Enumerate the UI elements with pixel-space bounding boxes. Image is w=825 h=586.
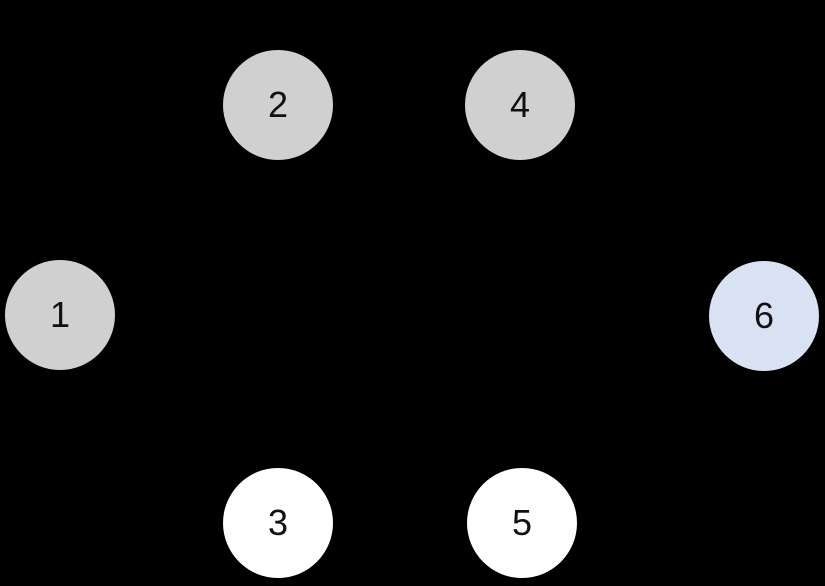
node-label: 6: [753, 295, 775, 336]
node-label: 5: [511, 502, 533, 543]
graph-node-6[interactable]: 6: [709, 261, 819, 371]
graph-node-2[interactable]: 2: [223, 50, 333, 160]
node-label: 4: [509, 84, 531, 125]
node-label: 3: [267, 502, 289, 543]
graph-node-4[interactable]: 4: [465, 50, 575, 160]
graph-node-5[interactable]: 5: [467, 468, 577, 578]
graph-node-1[interactable]: 1: [5, 260, 115, 370]
node-label: 1: [49, 294, 71, 335]
node-label: 2: [267, 84, 289, 125]
graph-node-3[interactable]: 3: [223, 468, 333, 578]
